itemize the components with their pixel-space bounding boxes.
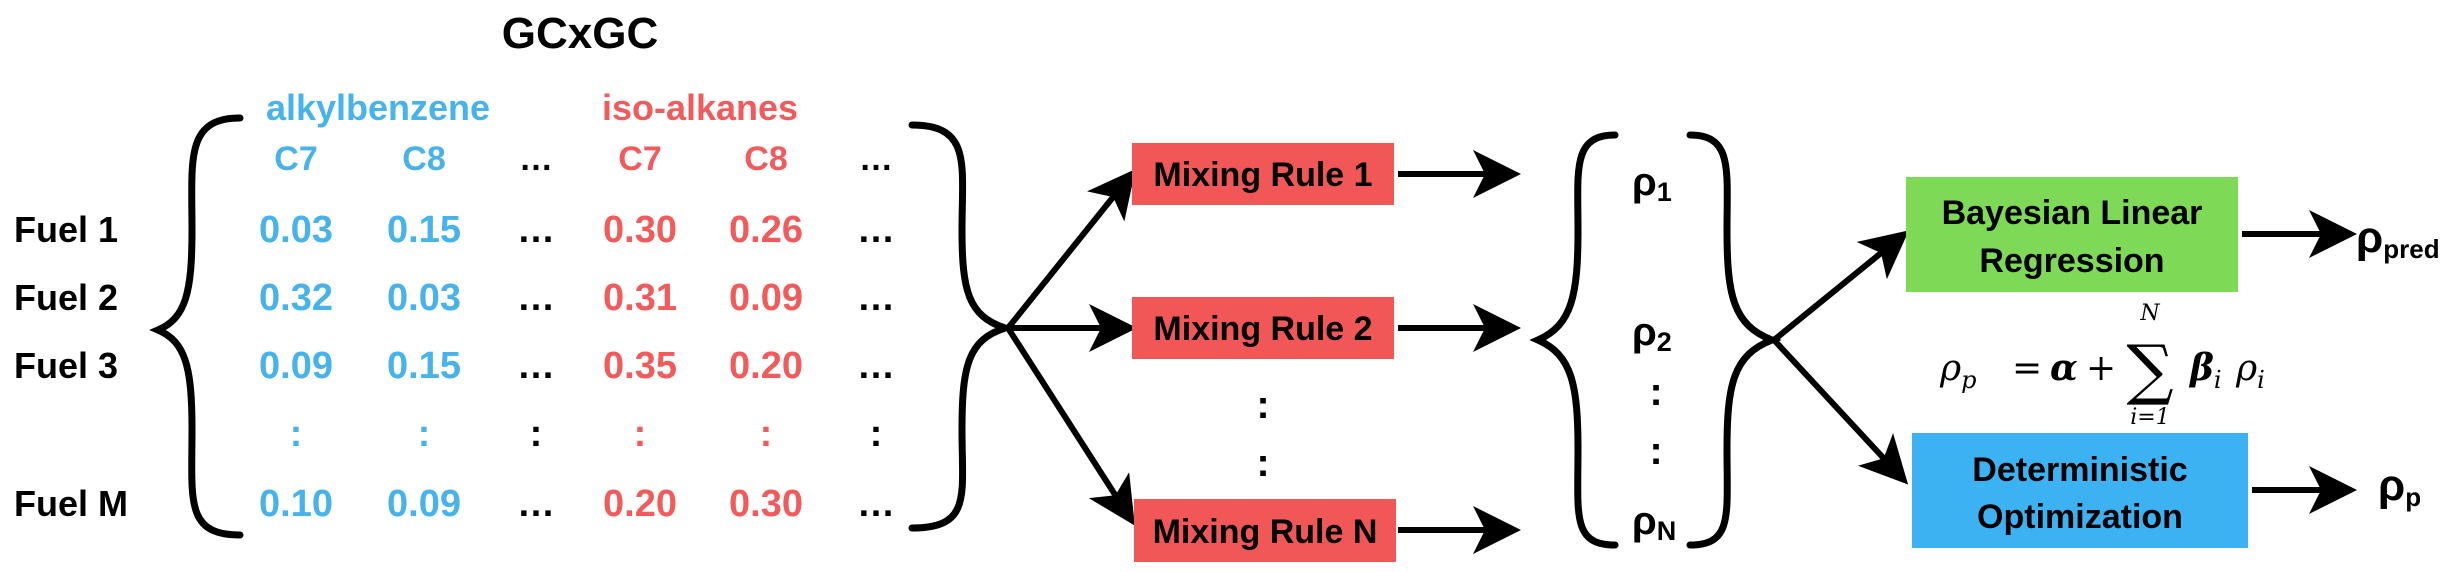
diagram-title: GCxGC [502, 9, 658, 58]
matrix-cell: … [517, 277, 555, 319]
column-header: C8 [744, 140, 787, 178]
deterministic-label-line-1: Deterministic [1972, 451, 2187, 489]
matrix-cell: : [634, 413, 647, 455]
rho-p-output: ρp [2378, 461, 2421, 512]
rho-values: ρ1 ρ2 : : ρN [1632, 160, 1676, 546]
rho-1: ρ1 [1632, 160, 1672, 207]
matrix-cell: 0.26 [729, 209, 803, 251]
matrix-cell: 0.20 [603, 483, 677, 525]
formula-sum-lower: i=1 [2130, 405, 2169, 430]
fuel-label: Fuel 2 [14, 277, 118, 318]
formula-alpha: α [2050, 347, 2078, 389]
formula-equals: = [2012, 348, 2042, 389]
matrix-cell: 0.35 [603, 345, 677, 387]
mixing-rules-ellipsis: : [1256, 383, 1269, 427]
rho-ellipsis: : [1649, 429, 1662, 473]
fuel-label: Fuel 1 [14, 209, 118, 250]
matrix-left-brace [149, 114, 244, 539]
matrix-cell: 0.03 [387, 277, 461, 319]
mixing-rule-box [1134, 499, 1396, 562]
matrix-cell: … [517, 209, 555, 251]
fuel-labels: Fuel 1 Fuel 2 Fuel 3 Fuel M [14, 209, 128, 524]
column-header: C8 [402, 140, 445, 178]
matrix-cell: : [418, 413, 431, 455]
matrix-cell: 0.30 [603, 209, 677, 251]
column-header: C7 [274, 140, 317, 178]
matrix-cell: : [760, 413, 773, 455]
matrix-cell: … [857, 209, 895, 251]
rho-pred-output: ρpred [2356, 213, 2440, 264]
deterministic-optimization-model: Deterministic Optimization [1912, 433, 2248, 548]
fuel-label: Fuel 3 [14, 345, 118, 386]
bayesian-regression-model: Bayesian Linear Regression [1906, 177, 2238, 292]
matrix-cell: … [857, 345, 895, 387]
matrix-cell: 0.32 [259, 277, 333, 319]
arrow-matrix-to-rule-n [1005, 326, 1135, 526]
matrix-cell: … [857, 277, 895, 319]
column-headers: C7 C8 … C7 C8 … [274, 140, 893, 178]
matrix-cell: 0.15 [387, 209, 461, 251]
matrix-cell: : [870, 413, 883, 455]
bayesian-label-line-2: Regression [1979, 242, 2164, 280]
matrix-cell: 0.09 [259, 345, 333, 387]
formula-sum-upper: N [2139, 301, 2160, 326]
deterministic-label-line-2: Optimization [1977, 498, 2183, 536]
matrix-cell: : [530, 413, 543, 455]
matrix-cell: 0.15 [387, 345, 461, 387]
rho-n: ρN [1632, 499, 1676, 546]
mixing-rule-label: Mixing Rule 2 [1153, 310, 1372, 348]
arrow-rho-to-bayesian [1772, 230, 1909, 343]
matrix-right-brace [908, 121, 1017, 532]
matrix-cell: … [857, 483, 895, 525]
formula-sum-sign: ∑ [2126, 331, 2173, 408]
deterministic-box [1912, 433, 2248, 548]
regression-formula: ρp = α + N ∑ i=1 βi ρi [1939, 301, 2265, 430]
rho-right-brace [1686, 131, 1782, 549]
matrix-cell: … [517, 345, 555, 387]
mixing-rule-1: Mixing Rule 1 [1132, 143, 1394, 205]
rho-left-brace [1529, 131, 1619, 549]
matrix-cell: 0.20 [729, 345, 803, 387]
rho-ellipsis: : [1649, 370, 1662, 414]
matrix-cell: 0.31 [603, 277, 677, 319]
matrix-cell: 0.10 [259, 483, 333, 525]
matrix-cell: 0.09 [387, 483, 461, 525]
rho-2: ρ2 [1632, 310, 1672, 357]
matrix-cell: 0.03 [259, 209, 333, 251]
arrow-matrix-to-rule-1 [1005, 168, 1136, 330]
mixing-rule-label: Mixing Rule N [1153, 513, 1378, 551]
arrow-rho-to-deterministic [1771, 337, 1909, 485]
bayesian-label-line-1: Bayesian Linear [1942, 194, 2203, 232]
mixing-rule-box [1132, 297, 1394, 359]
matrix-values: 0.03 0.15 … 0.30 0.26 … 0.32 0.03 … 0.31… [259, 209, 895, 525]
formula-rho-term: ρi [2235, 348, 2265, 394]
column-header: … [519, 140, 553, 178]
column-header: … [859, 140, 893, 178]
bayesian-box [1906, 177, 2238, 292]
matrix-cell: 0.09 [729, 277, 803, 319]
formula-plus: + [2086, 348, 2116, 389]
group-isoalkanes-label: iso-alkanes [602, 87, 798, 128]
matrix-cell: … [517, 483, 555, 525]
mixing-rule-2: Mixing Rule 2 [1132, 297, 1394, 359]
fuel-label: Fuel M [14, 483, 128, 524]
matrix-cell: 0.30 [729, 483, 803, 525]
formula-beta-term: βi [2188, 347, 2222, 394]
mixing-rule-box [1132, 143, 1394, 205]
group-alkylbenzene-label: alkylbenzene [266, 87, 490, 128]
mixing-rule-label: Mixing Rule 1 [1153, 156, 1372, 194]
formula-lhs: ρp [1939, 348, 1977, 394]
mixing-rule-n: Mixing Rule N [1134, 499, 1396, 562]
matrix-cell: : [290, 413, 303, 455]
mixing-rules-ellipsis: : [1256, 441, 1269, 485]
column-header: C7 [618, 140, 661, 178]
